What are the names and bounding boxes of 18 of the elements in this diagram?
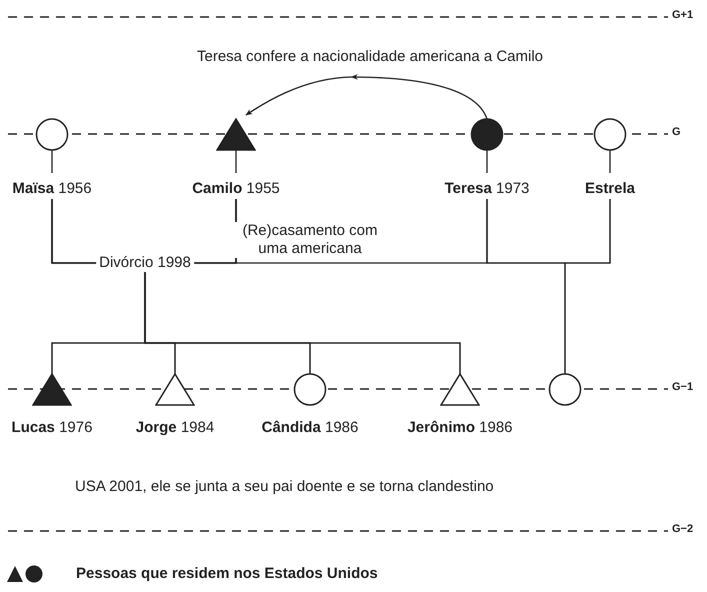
note: USA 2001, ele se junta a seu pai doente e se torna clandestino [75, 478, 494, 496]
edge-label: Divórcio 1998 [96, 254, 194, 272]
generation-label: G [672, 126, 681, 138]
person-name: Camilo 1955 [192, 179, 280, 199]
generation-label: G−1 [672, 381, 694, 393]
person-name: Lucas 1976 [12, 418, 92, 438]
descent-line [564, 199, 611, 374]
legend-text: Pessoas que residem nos Estados Unidos [76, 565, 378, 583]
person-name: Jerônimo 1986 [407, 418, 513, 438]
person-name: Estrela [584, 179, 636, 199]
person-name: Teresa 1973 [444, 179, 530, 199]
person-name: Maïsa 1956 [12, 179, 92, 199]
person-name: Cândida 1986 [262, 418, 358, 438]
generation-label: G+1 [672, 9, 694, 21]
curved-arrow [246, 74, 488, 120]
generation-label: G−2 [672, 523, 694, 535]
person-name: Jorge 1984 [136, 418, 214, 438]
circle-symbol [548, 373, 582, 406]
